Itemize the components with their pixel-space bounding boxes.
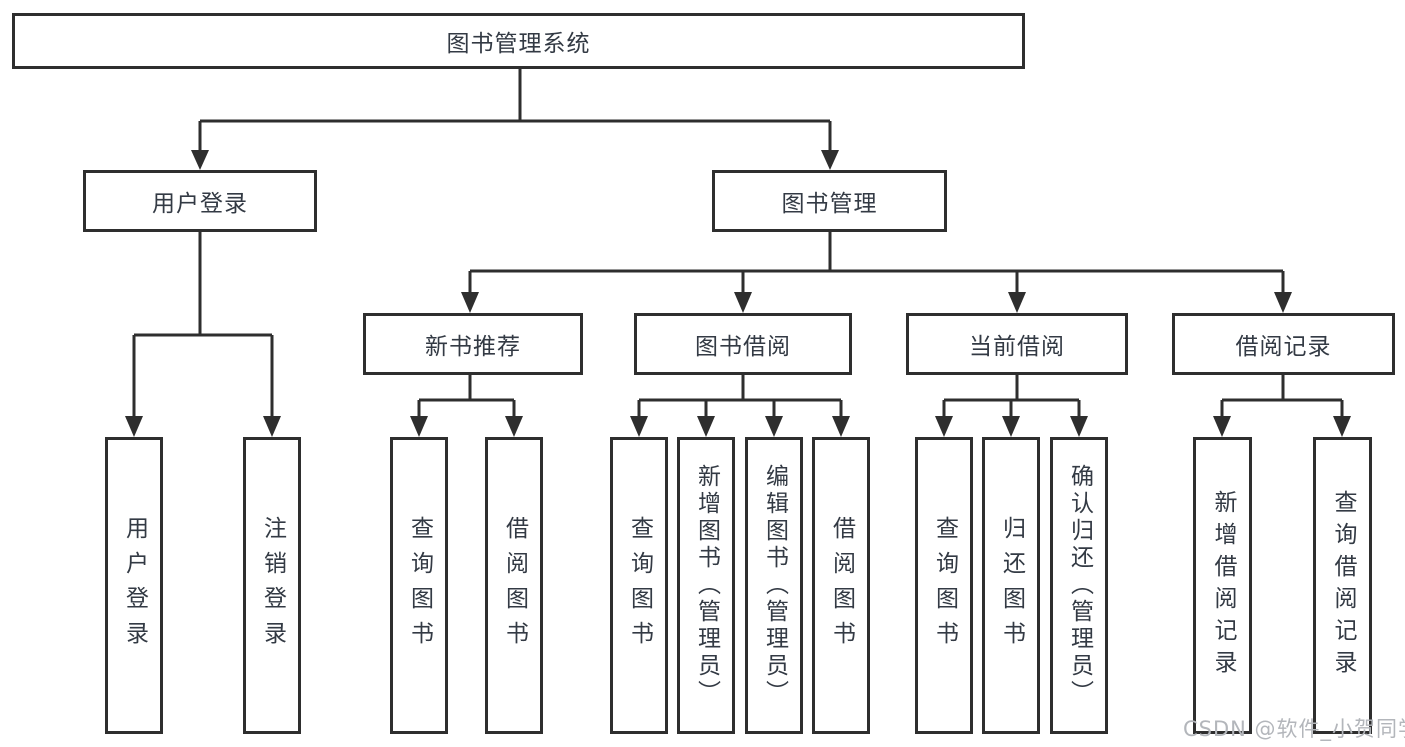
node-current-borrow: 当前借阅 <box>906 313 1128 375</box>
leaf-borrow-books-recommend: 借阅图书 <box>485 437 543 734</box>
leaf-query-borrow-record-label: 查询借阅记录 <box>1330 489 1356 682</box>
leaf-user-login: 用户登录 <box>105 437 163 734</box>
leaf-return-books-label: 归还图书 <box>998 515 1025 656</box>
node-user-login: 用户登录 <box>83 170 317 232</box>
leaf-add-borrow-record: 新增借阅记录 <box>1193 437 1252 734</box>
leaf-query-books-current-label: 查询图书 <box>931 515 958 656</box>
leaf-borrow-books-label: 借阅图书 <box>828 515 855 656</box>
leaf-query-books-borrow-label: 查询图书 <box>626 515 653 656</box>
node-book-borrow-label: 图书借阅 <box>695 334 791 360</box>
leaf-add-borrow-record-label: 新增借阅记录 <box>1210 489 1236 682</box>
leaf-confirm-return-admin-label: 确认归还（管理员） <box>1066 464 1093 707</box>
arrowhead-icons <box>125 150 1351 437</box>
leaf-edit-books-admin-label: 编辑图书（管理员） <box>761 464 788 707</box>
node-book-borrow: 图书借阅 <box>634 313 852 375</box>
leaf-edit-books-admin: 编辑图书（管理员） <box>745 437 803 734</box>
leaf-logout-label: 注销登录 <box>259 515 286 656</box>
leaf-query-books-recommend-label: 查询图书 <box>406 515 433 656</box>
leaf-query-borrow-record: 查询借阅记录 <box>1313 437 1372 734</box>
node-new-book-recommend: 新书推荐 <box>363 313 583 375</box>
leaf-user-login-label: 用户登录 <box>121 515 148 656</box>
leaf-borrow-books-recommend-label: 借阅图书 <box>501 515 528 656</box>
node-new-book-recommend-label: 新书推荐 <box>425 334 521 360</box>
node-current-borrow-label: 当前借阅 <box>969 334 1065 360</box>
leaf-query-books-recommend: 查询图书 <box>390 437 448 734</box>
leaf-logout: 注销登录 <box>243 437 301 734</box>
node-root-label: 图书管理系统 <box>446 31 591 57</box>
leaf-return-books: 归还图书 <box>982 437 1040 734</box>
node-book-management-label: 图书管理 <box>781 191 878 217</box>
node-root: 图书管理系统 <box>12 13 1025 69</box>
leaf-confirm-return-admin: 确认归还（管理员） <box>1050 437 1108 734</box>
node-borrow-records-label: 借阅记录 <box>1235 334 1332 360</box>
watermark: CSDN @软件_小贺同学 <box>1183 717 1405 741</box>
node-book-management: 图书管理 <box>712 170 947 232</box>
leaf-borrow-books: 借阅图书 <box>812 437 870 734</box>
leaf-query-books-borrow: 查询图书 <box>610 437 668 734</box>
leaf-query-books-current: 查询图书 <box>915 437 973 734</box>
leaf-add-books-admin: 新增图书（管理员） <box>677 437 735 734</box>
node-user-login-label: 用户登录 <box>152 191 248 217</box>
node-borrow-records: 借阅记录 <box>1172 313 1395 375</box>
leaf-add-books-admin-label: 新增图书（管理员） <box>693 464 720 707</box>
